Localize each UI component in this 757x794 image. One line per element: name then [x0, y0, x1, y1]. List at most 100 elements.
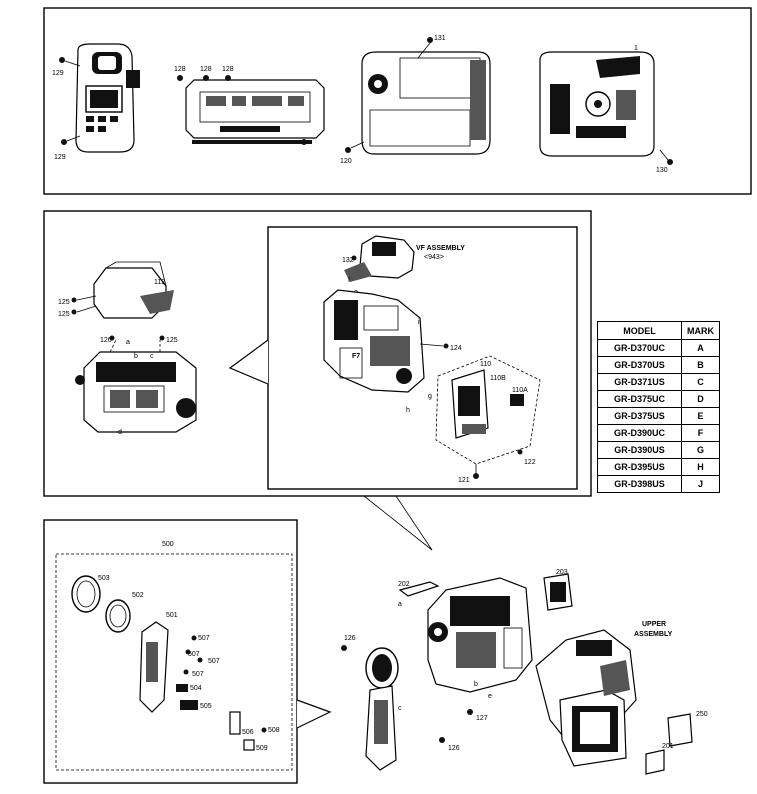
label-121: 121: [458, 477, 470, 484]
mark-cell: C: [681, 373, 720, 391]
label-a-low: a: [398, 601, 402, 608]
label-f7: F7: [352, 353, 360, 360]
mark-cell: B: [681, 356, 720, 374]
middle-panel: 112 125 125 126 125 a b c d: [43, 210, 592, 497]
label-203: 203: [556, 569, 568, 576]
label-125-a: 125: [58, 299, 70, 306]
middle-panel-frame: [43, 210, 592, 497]
label-b-mid: b: [134, 353, 138, 360]
top-views-panel: 129 129 128 128 128: [43, 7, 752, 195]
label-112: 112: [154, 279, 165, 286]
table-header-model: MODEL: [597, 321, 682, 340]
label-120-side: 120: [340, 158, 352, 165]
mark-cell: F: [681, 424, 720, 442]
label-110: 110: [480, 361, 491, 368]
camera-right-side-view: 1 130: [539, 45, 673, 174]
label-110b: 110B: [490, 375, 506, 382]
lens-panel-dashed: [55, 553, 293, 771]
label-500: 500: [162, 541, 174, 548]
label-128-b: 128: [200, 66, 212, 73]
label-507-d: 507: [192, 671, 204, 678]
mark-cell: G: [681, 441, 720, 459]
label-507-c: 507: [208, 658, 220, 665]
model-cell: GR-D371US: [597, 373, 682, 391]
label-b-low: b: [474, 681, 478, 688]
label-131: 131: [434, 35, 446, 42]
label-504: 504: [190, 685, 202, 692]
lens-callout-pointer: [296, 699, 332, 729]
mark-cell: H: [681, 458, 720, 476]
table-header-mark: MARK: [681, 321, 720, 340]
label-110a: 110A: [512, 387, 528, 394]
label-i: i: [418, 319, 420, 326]
model-cell: GR-D390UC: [597, 424, 682, 442]
label-1-top: 1: [634, 45, 638, 52]
label-e-low: e: [488, 693, 492, 700]
label-507-a: 507: [198, 635, 210, 642]
label-128-c: 128: [222, 66, 234, 73]
camera-rear-view: 129 129: [52, 43, 140, 161]
table-header-row: MODEL MARK: [597, 321, 720, 340]
camera-bottom-view: 128 128 128: [174, 66, 325, 145]
label-509: 509: [256, 745, 268, 752]
middle-to-lower-pointer: [363, 495, 433, 551]
label-a-mid: a: [126, 339, 130, 346]
label-127: 127: [476, 715, 488, 722]
lens-panel: 500 503 502 501 507 507 507 507 504 505 …: [43, 519, 332, 784]
model-cell: GR-D398US: [597, 475, 682, 493]
label-c-low: c: [398, 705, 402, 712]
label-126-low-bottom: 126: [448, 745, 460, 752]
label-507-b: 507: [188, 651, 200, 658]
label-130: 130: [656, 167, 668, 174]
label-250: 250: [696, 711, 708, 718]
label-125-b: 125: [58, 311, 70, 318]
vf-assembly: VF ASSEMBLY <943> 132 f e: [342, 235, 465, 296]
mark-cell: J: [681, 475, 720, 493]
label-129-top: 129: [52, 70, 64, 77]
label-129-bottom: 129: [54, 154, 66, 161]
label-508: 508: [268, 727, 280, 734]
label-g: g: [428, 393, 432, 400]
model-cell: GR-D375US: [597, 407, 682, 425]
label-202: 202: [398, 581, 410, 588]
label-506: 506: [242, 729, 254, 736]
main-frame: F7 i 124 g h: [323, 289, 462, 414]
mark-cell: A: [681, 339, 720, 357]
label-122: 122: [524, 459, 536, 466]
vf-assembly-title: VF ASSEMBLY: [416, 245, 465, 252]
label-201: 201: [662, 743, 674, 750]
top-panel-frame: [43, 7, 752, 195]
label-503: 503: [98, 575, 110, 582]
label-505: 505: [200, 703, 212, 710]
label-126-low-top: 126: [344, 635, 356, 642]
mark-cell: D: [681, 390, 720, 408]
upper-assembly-label-2: ASSEMBLY: [634, 631, 673, 638]
vf-assembly-number: <943>: [424, 254, 444, 261]
label-124: 124: [450, 345, 462, 352]
model-cell: GR-D375UC: [597, 390, 682, 408]
lower-assembly: 202 a 203 b e 126 c 127 126 UPPER ASSEMB…: [341, 569, 708, 775]
mark-cell: E: [681, 407, 720, 425]
camera-body-base: b c d: [75, 339, 197, 436]
label-502: 502: [132, 592, 144, 599]
board-assembly-110: 110 110B 110A 122 121: [435, 355, 541, 484]
inset-callout-pointer: [228, 339, 269, 385]
cassette-cover-112: 112 125 125 126 125 a: [58, 261, 178, 346]
camera-left-side-view: 131 120: [340, 35, 491, 165]
label-501: 501: [166, 612, 178, 619]
model-cell: GR-D370UC: [597, 339, 682, 357]
label-128-a: 128: [174, 66, 186, 73]
label-132: 132: [342, 257, 354, 264]
model-cell: GR-D390US: [597, 441, 682, 459]
label-126-mid: 126: [100, 337, 112, 344]
label-125-c: 125: [166, 337, 178, 344]
